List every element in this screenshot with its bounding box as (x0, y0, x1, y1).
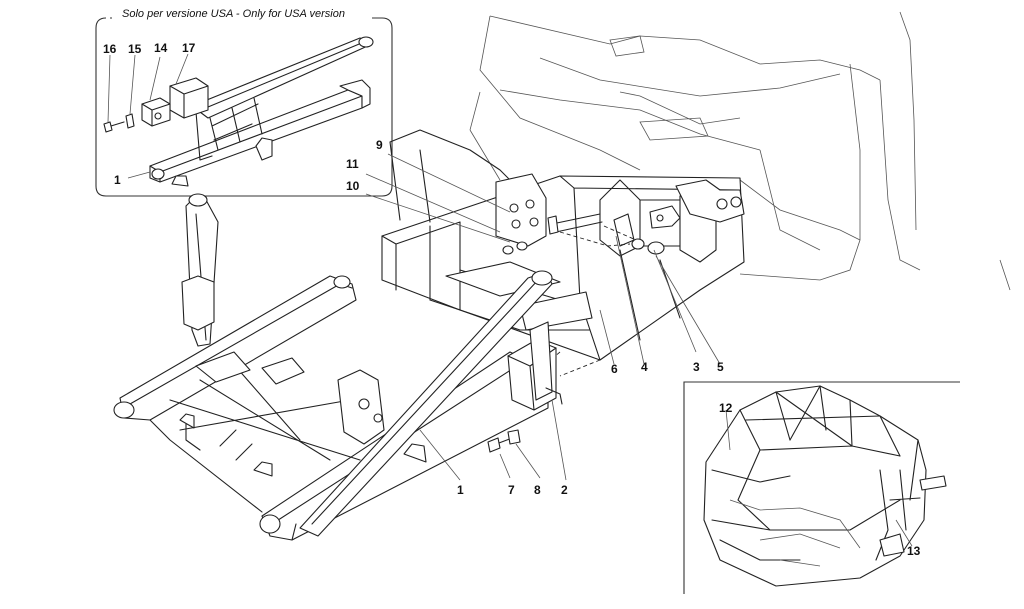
callout-4: 4 (641, 360, 648, 374)
callout-1: 1 (457, 483, 464, 497)
callout-12: 12 (719, 401, 733, 415)
subframe-drawing (113, 193, 563, 541)
main-leader-lines (365, 153, 721, 481)
callout-13: 13 (907, 544, 921, 558)
usa-subframe-drawing (103, 36, 374, 187)
callout-3: 3 (693, 360, 700, 374)
cage-inset-frame (683, 381, 960, 594)
callout-7: 7 (508, 483, 515, 497)
callout-5: 5 (717, 360, 724, 374)
usa-inset-title: Solo per versione USA - Only for USA ver… (118, 8, 349, 20)
callout-1-inset: 1 (114, 173, 121, 187)
callout-6: 6 (611, 362, 618, 376)
callout-2: 2 (561, 483, 568, 497)
callout-17: 17 (182, 41, 196, 55)
usa-inset-frame (95, 17, 393, 197)
callout-16: 16 (103, 42, 117, 56)
callout-11: 11 (346, 157, 359, 171)
callout-8: 8 (534, 483, 541, 497)
callout-14: 14 (154, 41, 168, 55)
callout-9: 9 (376, 138, 383, 152)
roll-cage-drawing (703, 385, 947, 587)
callout-10: 10 (346, 179, 360, 193)
callout-15: 15 (128, 42, 142, 56)
